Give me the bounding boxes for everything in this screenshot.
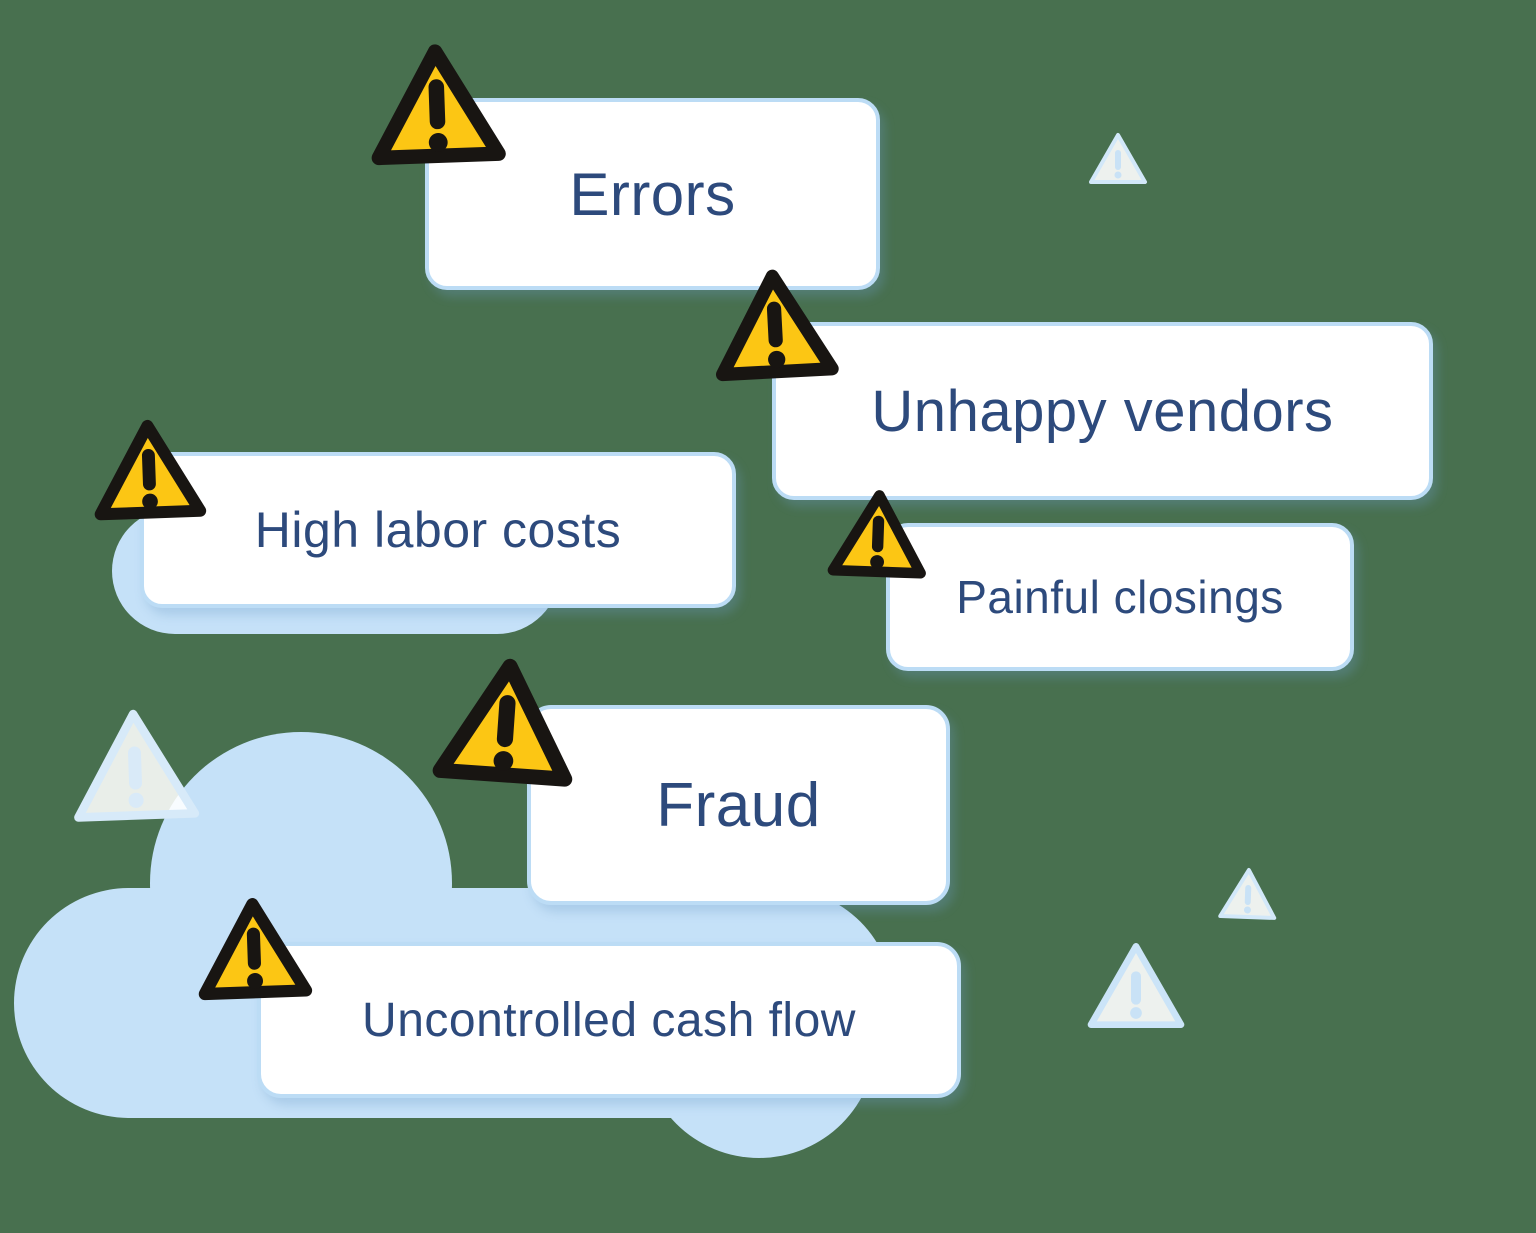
warning-triangle-icon [432, 658, 573, 787]
warning-triangle-icon [715, 269, 839, 382]
faded-warning-triangle-icon [74, 709, 200, 822]
faded-warning-triangle-icon [1087, 943, 1185, 1028]
risk-card-painful-closings: Painful closings [886, 523, 1354, 671]
risk-card-label: Errors [569, 160, 736, 228]
warning-triangle-icon [94, 419, 207, 521]
risk-card-uncontrolled-cash-flow: Uncontrolled cash flow [257, 942, 961, 1098]
faded-warning-triangle-icon [1218, 868, 1277, 920]
risk-card-label: Uncontrolled cash flow [362, 993, 856, 1047]
risk-card-label: Fraud [656, 770, 821, 840]
faded-warning-triangle-icon [1089, 133, 1147, 184]
warning-triangle-icon [827, 490, 926, 579]
risk-card-label: High labor costs [254, 502, 622, 558]
risk-card-label: Painful closings [956, 571, 1284, 623]
risk-card-label: Unhappy vendors [871, 378, 1334, 444]
risk-card-fraud: Fraud [527, 705, 950, 905]
risk-card-errors: Errors [425, 98, 880, 290]
warning-triangle-icon [198, 898, 313, 1001]
risk-card-high-labor-costs: High labor costs [140, 452, 736, 608]
risk-card-unhappy-vendors: Unhappy vendors [772, 322, 1433, 500]
warning-triangle-icon [371, 44, 506, 166]
